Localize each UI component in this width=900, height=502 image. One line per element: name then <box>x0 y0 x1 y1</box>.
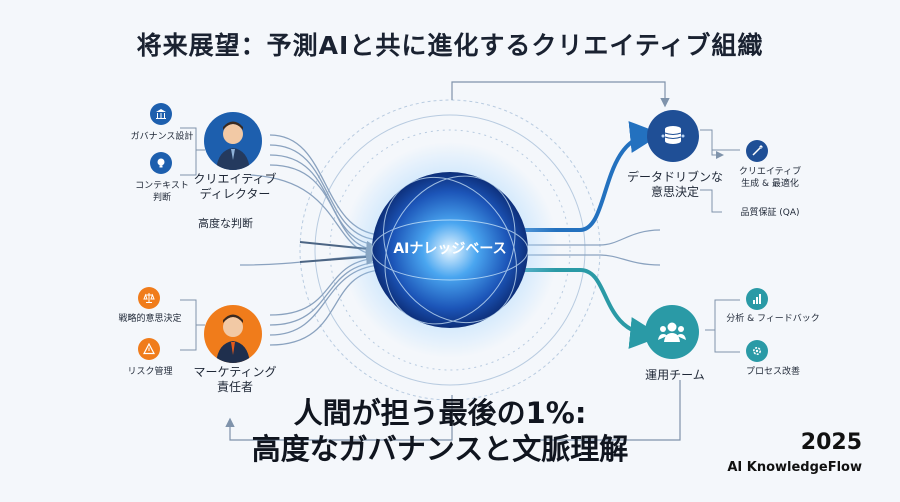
high-judgment-label: 高度な判断 <box>198 217 253 230</box>
strategy-label: 戦略的意思決定 <box>118 314 182 324</box>
risk-label: リスク管理 <box>127 367 173 377</box>
ops-team-label: 運用チーム <box>645 368 705 382</box>
marketing-label: マーケティング 責任者 <box>193 365 277 394</box>
brand-name: AI KnowledgeFlow <box>727 460 862 475</box>
data-driven-label: データドリブンな 意思決定 <box>626 170 723 199</box>
page-title: 将来展望：予測AIと共に進化するクリエイティブ組織 <box>136 31 764 60</box>
lightbulb-icon <box>150 152 172 174</box>
bar-chart-icon <box>746 288 768 310</box>
magic-wand-icon <box>746 140 768 162</box>
qa-label: 品質保証 (QA) <box>740 208 800 218</box>
creative-director-label: クリエイティブ ディレクター <box>193 172 277 201</box>
key-message: 人間が担う最後の1%: 高度なガバナンスと文脈理解 <box>251 396 629 466</box>
governance-label: ガバナンス設計 <box>130 132 194 142</box>
marketing-avatar <box>204 305 262 363</box>
right-bracket-lines <box>700 129 740 353</box>
core-rings <box>299 99 601 401</box>
bank-icon <box>150 103 172 125</box>
scale-icon <box>138 287 160 309</box>
core-sphere <box>372 172 528 328</box>
gear-icon <box>746 340 768 362</box>
database-icon <box>647 110 699 162</box>
process-label: プロセス改善 <box>745 367 800 377</box>
creative-gen-label: クリエイティブ 生成 & 最適化 <box>738 167 802 189</box>
warning-icon <box>138 338 160 360</box>
core-label: AIナレッジベース <box>393 241 507 257</box>
team-icon <box>645 305 699 359</box>
creative-director-avatar <box>204 112 262 170</box>
analysis-label: 分析 & フィードバック <box>726 314 820 324</box>
left-bracket-lines <box>180 127 205 351</box>
context-label: コンテキスト 判断 <box>135 181 189 203</box>
brand-year: 2025 <box>800 430 862 455</box>
